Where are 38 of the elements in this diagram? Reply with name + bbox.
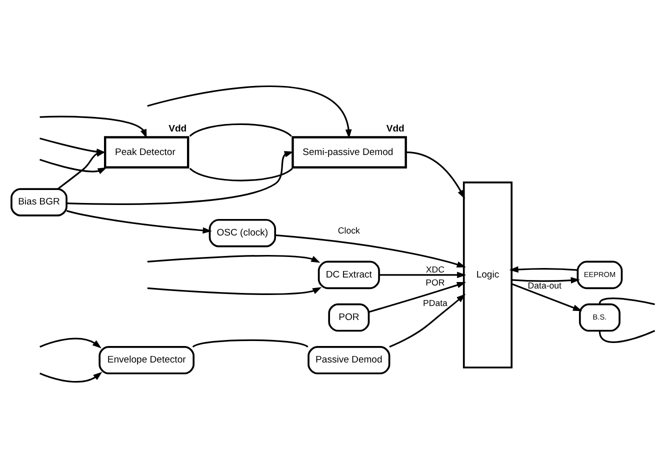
arrow [509,266,578,273]
node-box: B.S. [578,303,620,332]
node-box: Logic [462,182,513,368]
arrow [147,255,320,263]
arrow [40,158,107,174]
arrow [406,152,465,200]
node-box: Passive Demod [308,346,390,374]
edge-label: PData [422,298,448,308]
node-label: Vdd [386,123,404,134]
node-box: Semi-passive Demod [292,136,407,168]
arrow [368,282,466,313]
node-box: Envelope Detector [98,346,195,374]
arrow [389,294,466,348]
arrow [147,287,322,295]
arrow [512,277,580,284]
arrow [275,234,466,268]
node-box: Peak Detector [104,136,190,168]
node-box: Bias BGR [10,188,68,216]
edge-label: POR [426,278,445,288]
connector [192,339,308,348]
arrow [40,372,102,383]
node-box: POR [328,303,370,332]
node-label: Vdd [168,123,187,134]
arrow [379,272,466,278]
arrow [40,116,147,138]
edge-label: Clock [338,226,360,236]
node-box: OSC (clock) [208,218,276,248]
arrow [511,283,582,312]
node-box: EEPROM [576,260,623,290]
arrow [147,85,352,139]
arrow [66,210,212,234]
connector [189,123,292,137]
edge-label: XDC [426,264,445,274]
connector [598,298,655,306]
connector [189,168,293,182]
node-box: DC Extract [318,260,380,290]
edge-label: Data-out [528,280,562,291]
arrow [40,338,102,348]
